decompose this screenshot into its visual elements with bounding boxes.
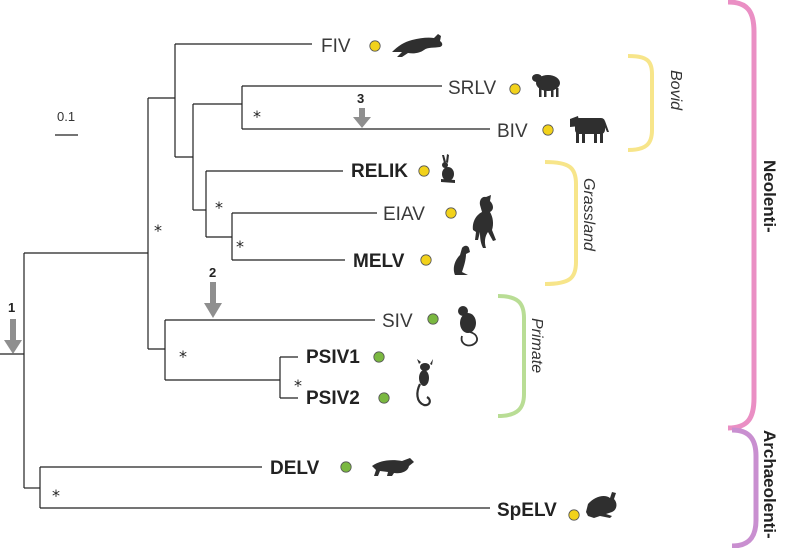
clade-label-archaeolenti: Archaeolenti- [760,430,779,539]
horse-icon [472,195,496,248]
green-dot [378,392,390,404]
yellow-dot [509,83,521,95]
yellow-dot [418,165,430,177]
green-dot [373,351,385,363]
primate-bracket [497,294,526,418]
arrow-2: 2 [204,265,222,318]
host-animal-icons [372,34,617,518]
yellow-dot [445,207,457,219]
neolenti-bracket [727,0,757,431]
scale-bar-label: 0.1 [57,109,75,124]
monkey-icon [458,306,478,347]
taxon-psiv2: PSIV2 [306,388,360,409]
springhare-icon [586,492,617,518]
cat-icon [392,34,443,57]
taxon-biv: BIV [497,121,528,142]
yellow-dot [568,509,580,521]
scale-bar: 0.1 [55,109,78,136]
support-markers: * * * * * * * [52,107,302,505]
yellow-dot [542,124,554,136]
support-marker: * [253,107,261,126]
grassland-bracket [544,160,578,286]
green-dot [340,461,352,473]
green-dot [427,313,439,325]
yellow-dot [369,40,381,52]
arrow-1: 1 [4,300,22,354]
arrow-3: 3 [353,91,371,128]
support-marker: * [215,198,223,217]
bovid-bracket [627,54,654,152]
taxon-labels: FIV SRLV BIV RELIK EIAV MELV SIV PSIV1 P… [270,36,557,521]
tasmanian-devil-icon [372,458,414,476]
taxon-delv: DELV [270,458,320,479]
support-marker: * [154,221,162,240]
sheep-icon [532,74,560,97]
event-arrows: 1 2 3 [4,91,371,354]
taxon-melv: MELV [353,251,405,272]
rabbit-icon [441,154,455,183]
host-dots [340,40,580,521]
arrow-3-label: 3 [357,91,364,106]
yellow-dot [420,254,432,266]
taxon-siv: SIV [382,311,413,332]
support-marker: * [52,486,60,505]
taxon-eiav: EIAV [383,204,425,225]
taxon-relik: RELIK [351,161,408,182]
support-marker: * [294,376,302,395]
tree-branches [0,43,490,509]
taxon-spelv: SpELV [497,500,557,521]
clade-label-neolenti: Neolenti- [760,160,779,233]
lemur-icon [416,359,433,407]
taxon-fiv: FIV [321,36,351,57]
group-label-bovid: Bovid [667,70,684,111]
arrow-2-label: 2 [209,265,216,280]
group-label-grassland: Grassland [580,178,597,252]
group-label-primate: Primate [528,318,545,373]
arrow-1-label: 1 [8,300,15,315]
support-marker: * [179,347,187,366]
taxon-psiv1: PSIV1 [306,347,360,368]
weasel-icon [453,245,470,275]
archaeolenti-bracket [731,427,759,548]
group-brackets: Bovid Grassland Primate Neolenti- Archae… [497,0,779,548]
cow-icon [570,116,609,143]
taxon-srlv: SRLV [448,78,497,99]
support-marker: * [236,237,244,256]
